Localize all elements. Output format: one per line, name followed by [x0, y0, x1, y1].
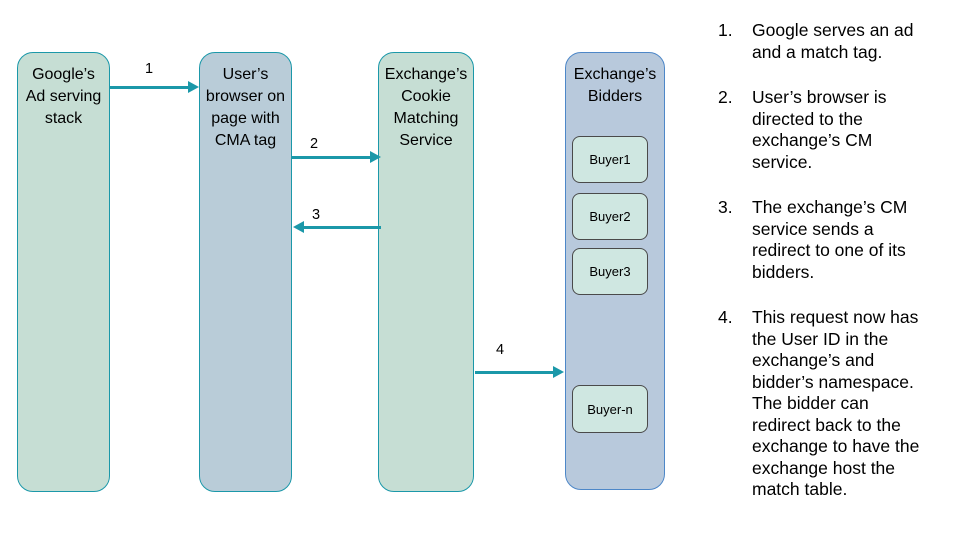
buyer1-box: Buyer1 — [572, 136, 648, 183]
arrow-1-icon — [110, 81, 199, 93]
node-exchange-cookie-matching-service: Exchange’s Cookie Matching Service — [378, 52, 474, 492]
note-2-text: User’s browser is directed to the exchan… — [752, 87, 887, 172]
arrow-2-icon — [292, 151, 381, 163]
note-1-text: Google serves an ad and a match tag. — [752, 20, 914, 62]
buyer1-label: Buyer1 — [589, 152, 631, 167]
note-item-3: 3. The exchange’s CM service sends a red… — [718, 197, 950, 283]
buyer3-label: Buyer3 — [589, 264, 631, 279]
buyer2-box: Buyer2 — [572, 193, 648, 240]
node-users-browser: User’s browser on page with CMA tag — [199, 52, 292, 492]
arrow-3-icon — [293, 221, 381, 233]
note-2-number: 2. — [718, 87, 733, 107]
arrow-1-label: 1 — [144, 61, 154, 77]
note-1-number: 1. — [718, 20, 733, 40]
arrow-3-label: 3 — [312, 207, 321, 223]
note-item-1: 1. Google serves an ad and a match tag. — [718, 20, 950, 63]
arrow-4-icon — [475, 366, 564, 378]
arrow-2-label: 2 — [310, 136, 319, 152]
note-4-number: 4. — [718, 307, 733, 327]
note-3-text: The exchange’s CM service sends a redire… — [752, 197, 908, 282]
note-4-text: This request now has the User ID in the … — [752, 307, 920, 499]
buyer-n-box: Buyer-n — [572, 385, 648, 433]
arrow-4-label: 4 — [496, 342, 505, 358]
note-3-number: 3. — [718, 197, 733, 217]
note-item-4: 4. This request now has the User ID in t… — [718, 307, 950, 501]
buyer3-box: Buyer3 — [572, 248, 648, 295]
node-google-ad-serving-stack: Google’s Ad serving stack — [17, 52, 110, 492]
buyer2-label: Buyer2 — [589, 209, 631, 224]
buyer-n-label: Buyer-n — [587, 401, 633, 417]
notes-list: 1. Google serves an ad and a match tag. … — [718, 20, 950, 525]
note-item-2: 2. User’s browser is directed to the exc… — [718, 87, 950, 173]
